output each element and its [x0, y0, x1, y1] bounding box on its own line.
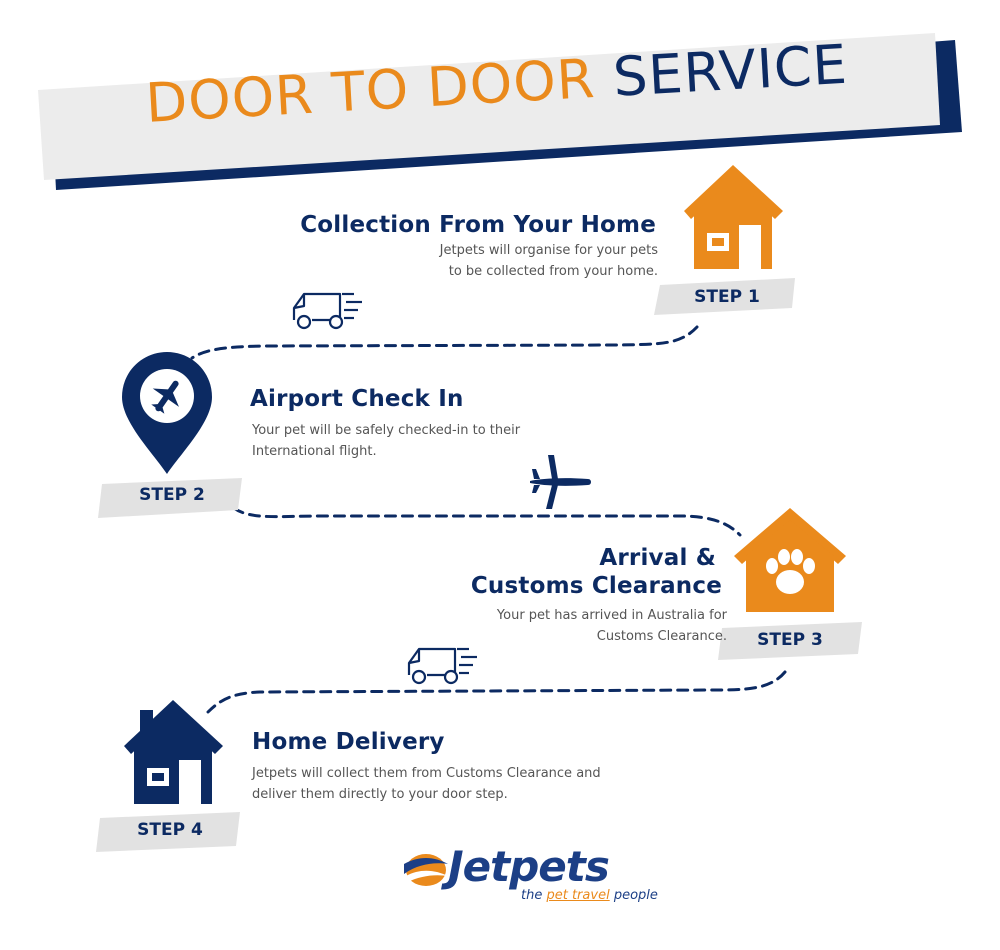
- paw-house-icon: [734, 508, 846, 612]
- step2-title: Airport Check In: [250, 386, 464, 412]
- step3-title-line2: Customs Clearance: [470, 573, 722, 599]
- house-icon: [124, 700, 223, 804]
- van-icon: [292, 292, 362, 330]
- step1-desc-line1: Jetpets will organise for your pets: [439, 243, 658, 258]
- logo-tag-before: the: [521, 888, 543, 903]
- step2-desc-line2: International flight.: [252, 444, 377, 459]
- step1-label: STEP 1: [694, 287, 760, 307]
- step2-label: STEP 2: [139, 485, 205, 505]
- logo-tag-after: people: [613, 888, 658, 903]
- step1-desc-line2: to be collected from your home.: [448, 264, 658, 279]
- step4-desc-line1: Jetpets will collect them from Customs C…: [252, 766, 601, 781]
- step3-desc-line1: Your pet has arrived in Australia for: [496, 608, 727, 623]
- logo-tag-highlight: pet travel: [546, 888, 610, 903]
- airplane-icon: [530, 455, 591, 509]
- jetpets-logo-wordmark: Jetpets: [448, 842, 610, 891]
- step-label-brushes: [96, 278, 862, 852]
- step4-title: Home Delivery: [252, 729, 445, 755]
- step4-label: STEP 4: [137, 820, 203, 840]
- step3-label: STEP 3: [757, 630, 823, 650]
- jetpets-logo-tagline: the pet travel people: [521, 888, 658, 903]
- van-icon: [407, 647, 477, 685]
- banner-background: [38, 33, 940, 180]
- route-path: [190, 325, 787, 714]
- step2-desc-line1: Your pet will be safely checked-in to th…: [252, 423, 521, 438]
- step1-title: Collection From Your Home: [300, 212, 656, 238]
- banner-title-part2: SERVICE: [611, 32, 850, 109]
- step3-title-line1: Arrival &: [599, 545, 716, 571]
- house-icon: [684, 165, 783, 269]
- jetpets-logo-mark: [404, 854, 448, 886]
- step3-desc-line2: Customs Clearance.: [596, 629, 727, 644]
- step4-desc-line2: deliver them directly to your door step.: [252, 787, 508, 802]
- airport-pin-icon: [122, 352, 212, 474]
